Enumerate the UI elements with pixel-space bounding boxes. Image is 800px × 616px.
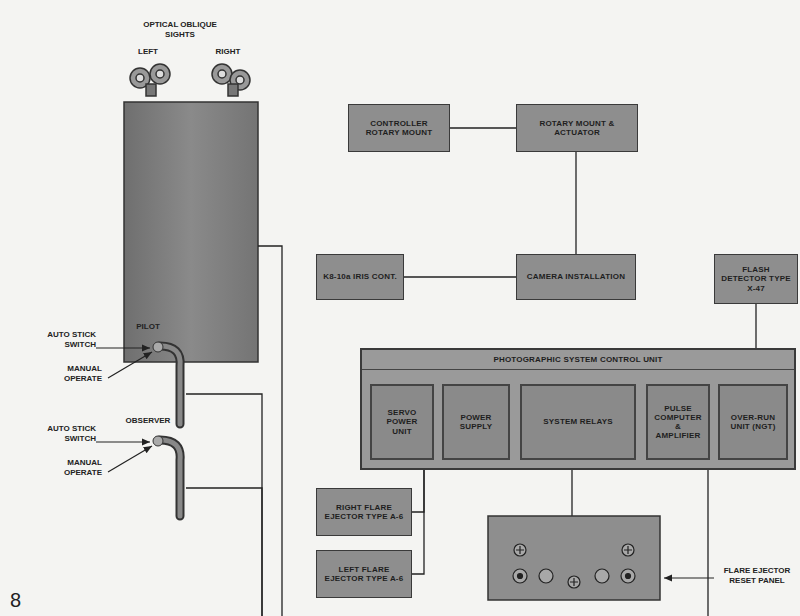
callout-label: PILOT [128,322,168,332]
overrun-box: OVER-RUN UNIT (NGT) [718,384,788,460]
box-label: K8-10a IRIS CONT. [319,270,401,283]
box-label: POWER SUPPLY [444,411,508,433]
box-label: CONTROLLER ROTARY MOUNT [349,117,449,139]
callout-label: RIGHT [206,47,250,57]
box-label: SERVO POWER UNIT [372,406,432,438]
computer-box: PULSE COMPUTER & AMPLIFIER [646,384,710,460]
controller-box: CONTROLLER ROTARY MOUNT [348,104,450,152]
box-label: PULSE COMPUTER & AMPLIFIER [648,402,708,443]
ejector-box: LEFT FLARE EJECTOR TYPE A-6 [316,550,412,598]
actuator-box: ROTARY MOUNT & ACTUATOR [516,104,638,152]
iris-control-box: K8-10a IRIS CONT. [316,254,404,300]
wire [450,127,516,128]
power-box: POWER SUPPLY [442,384,510,460]
callout-label: MANUAL OPERATE [40,364,102,383]
servo-box: SERVO POWER UNIT [370,384,434,460]
box-label: LEFT FLARE EJECTOR TYPE A-6 [317,563,411,585]
right-sight [212,64,250,96]
wire [575,152,576,254]
box-label: ROTARY MOUNT & ACTUATOR [517,117,637,139]
box-label: PHOTOGRAPHIC SYSTEM CONTROL UNIT [362,350,794,370]
left-sight [130,64,170,96]
relay-box: SYSTEM RELAYS [520,384,636,460]
control-stick [153,342,180,424]
sight-unit [124,102,258,362]
control-stick [153,436,180,516]
callout-label: MANUAL OPERATE [40,458,102,477]
box-label: CAMERA INSTALLATION [523,270,629,283]
callout-label: AUTO STICK SWITCH [30,424,96,443]
wire [186,246,708,616]
detector-box: FLASH DETECTOR TYPE X-47 [714,254,798,304]
wire [755,304,756,348]
wire [412,470,424,512]
callout-label: FLARE EJECTOR RESET PANEL [718,566,796,585]
callout-label: OPTICAL OBLIQUE SIGHTS [140,20,220,39]
box-label: OVER-RUN UNIT (NGT) [720,411,786,433]
camera-box: CAMERA INSTALLATION [516,254,636,300]
control-unit: PHOTOGRAPHIC SYSTEM CONTROL UNIT SERVO PO… [360,348,796,470]
box-label: SYSTEM RELAYS [539,415,616,428]
callout-label: LEFT [128,47,168,57]
page-number: 8 [10,588,30,612]
box-label: FLASH DETECTOR TYPE X-47 [715,263,797,295]
reset-panel [488,516,660,600]
box-label: RIGHT FLARE EJECTOR TYPE A-6 [317,501,411,523]
callout-label: OBSERVER [120,416,176,426]
wire [404,276,516,277]
callout-label: AUTO STICK SWITCH [30,330,96,349]
ejector-box: RIGHT FLARE EJECTOR TYPE A-6 [316,488,412,536]
wire [412,470,424,574]
